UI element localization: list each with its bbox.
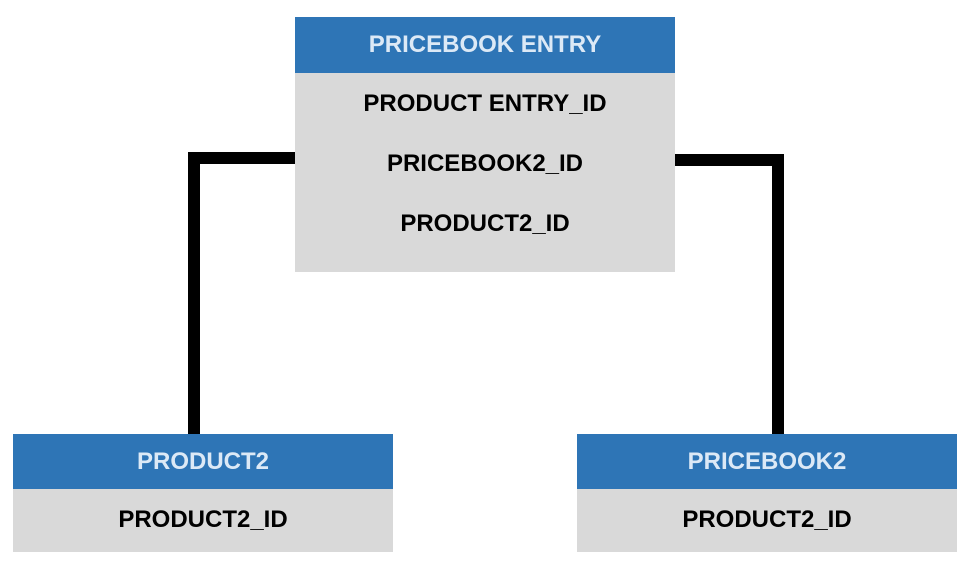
field-product2-id: PRODUCT2_ID [682, 506, 852, 533]
entity-pricebook-entry: PRICEBOOK ENTRY PRODUCT ENTRY_ID PRICEBO… [295, 17, 675, 272]
entity-title: PRICEBOOK2 [577, 434, 957, 489]
entity-pricebook2: PRICEBOOK2 PRODUCT2_ID [577, 434, 957, 552]
connector-product2 [188, 152, 295, 434]
field-product-entry-id: PRODUCT ENTRY_ID [363, 90, 607, 117]
entity-fields: PRODUCT ENTRY_ID PRICEBOOK2_ID PRODUCT2_… [295, 73, 675, 272]
field-product2-id: PRODUCT2_ID [118, 506, 288, 533]
entity-title: PRICEBOOK ENTRY [295, 17, 675, 73]
entity-product2: PRODUCT2 PRODUCT2_ID [13, 434, 393, 552]
field-product2-id: PRODUCT2_ID [400, 210, 570, 237]
connector-pricebook2 [675, 154, 784, 434]
field-pricebook2-id: PRICEBOOK2_ID [386, 150, 584, 177]
entity-fields: PRODUCT2_ID [13, 489, 393, 552]
entity-title: PRODUCT2 [13, 434, 393, 489]
entity-fields: PRODUCT2_ID [577, 489, 957, 552]
